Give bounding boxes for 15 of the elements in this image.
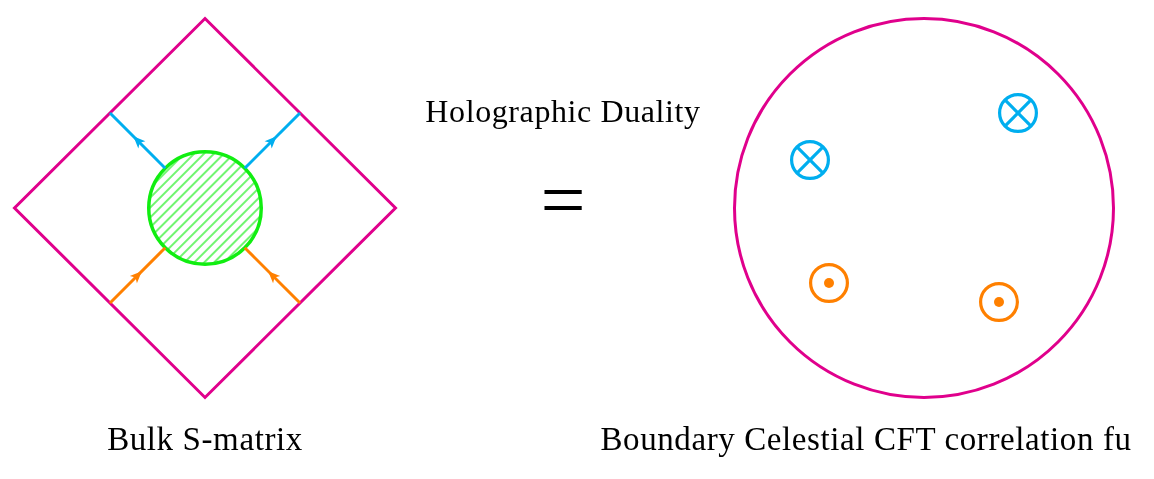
arrow [243,111,302,170]
arrow [108,246,167,305]
hatched-circle [147,150,263,266]
equals-sign: = [540,160,586,240]
diamond-frame [13,17,397,399]
node-label: Bulk S-matrix [107,421,303,459]
circled-dot-icon [809,263,849,303]
arrow [108,111,167,170]
circled-dot-icon [979,282,1019,322]
circled-cross-icon [998,93,1038,133]
node-label: Boundary Celestial CFT correlation fu [600,421,1132,459]
arrow [243,246,302,305]
large-circle [733,17,1115,399]
circled-cross-icon [790,140,830,180]
heading: Holographic Duality [425,92,701,130]
